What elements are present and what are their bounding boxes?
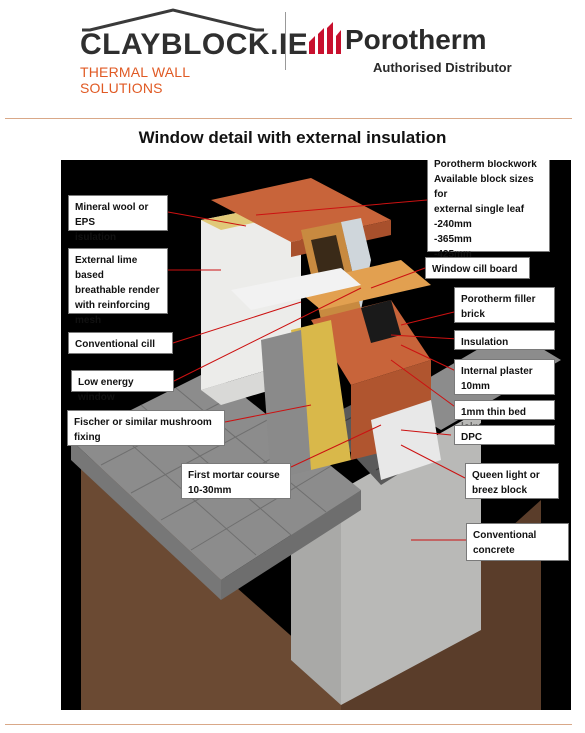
bottom-divider	[5, 724, 572, 725]
porotherm-bars-icon	[309, 22, 341, 54]
top-divider	[5, 118, 572, 119]
leader-lines	[167, 199, 466, 541]
label-thin-bed-joint: 1mm thin bed joint	[454, 400, 555, 433]
clayblock-logo: CLAYBLOCK.IE THERMAL WALL SOLUTIONS	[78, 8, 308, 96]
label-low-energy-window: Low energy window	[71, 370, 174, 403]
clayblock-brand: CLAYBLOCK.IE	[80, 28, 309, 61]
porotherm-subtitle: Authorised Distributor	[373, 60, 512, 75]
label-conventional-cill: Conventional cill	[68, 332, 173, 354]
page-title: Window detail with external insulation	[138, 128, 447, 147]
concrete-foundation	[341, 410, 481, 705]
header-divider	[285, 12, 286, 70]
filler-brick	[361, 300, 401, 343]
label-insulation: Insulation	[454, 330, 555, 350]
label-dpc: DPC	[454, 425, 555, 445]
porotherm-brand: Porotherm	[345, 24, 487, 55]
clayblock-tagline: THERMAL WALL SOLUTIONS	[80, 64, 190, 96]
conventional-cill	[231, 268, 361, 310]
construction-section-drawing	[71, 178, 561, 710]
porotherm-logo: Porotherm Authorised Distributor	[305, 18, 515, 80]
house-roof-icon	[82, 8, 264, 32]
queen-block	[371, 400, 441, 480]
label-window-cill-board: Window cill board	[425, 257, 530, 279]
